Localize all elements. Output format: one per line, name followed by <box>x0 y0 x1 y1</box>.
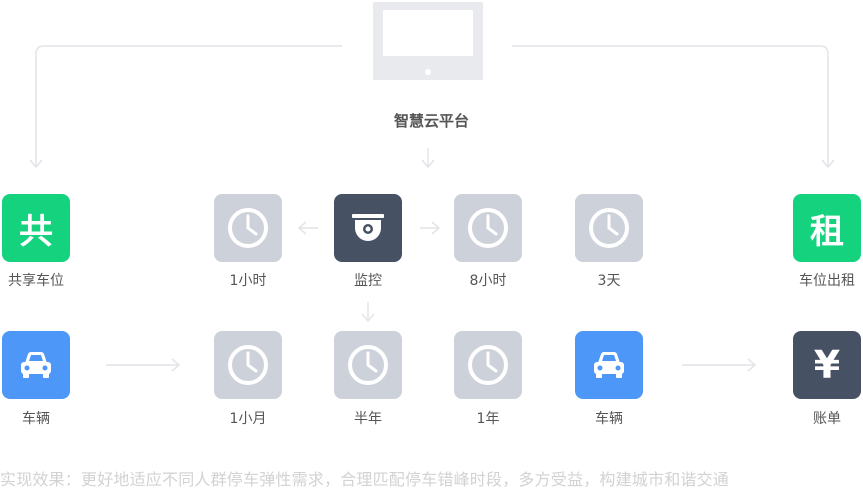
shared-parking-label: 共享车位 <box>8 273 64 289</box>
hour8-label: 8小时 <box>469 273 507 289</box>
clock-icon <box>348 345 388 385</box>
car-icon <box>21 352 51 378</box>
month1-tile <box>214 331 282 399</box>
hour1-tile <box>214 194 282 262</box>
car-left-tile <box>2 331 70 399</box>
car-left-label: 车辆 <box>22 411 50 427</box>
monitor-node-tile <box>334 194 402 262</box>
clock-icon <box>228 345 268 385</box>
year1-label: 1年 <box>476 411 500 427</box>
clock-icon <box>468 345 508 385</box>
car-right-label: 车辆 <box>595 411 623 427</box>
rent-char: 租 <box>810 211 844 252</box>
clock-icon <box>589 208 629 248</box>
bill-tile: ¥ <box>793 331 861 399</box>
bill-label: 账单 <box>813 411 841 427</box>
connector-platform-to-rent <box>512 45 829 166</box>
hour1-label: 1小时 <box>229 273 267 289</box>
day3-label: 3天 <box>597 273 621 289</box>
halfyear-tile <box>334 331 402 399</box>
shared-parking-tile: 共 <box>2 194 70 262</box>
hour8-tile <box>454 194 522 262</box>
shared-char: 共 <box>19 211 53 252</box>
halfyear-label: 半年 <box>354 411 382 427</box>
platform-label: 智慧云平台 <box>393 112 469 130</box>
rent-parking-tile: 租 <box>793 194 861 262</box>
rent-parking-label: 车位出租 <box>799 273 855 289</box>
connector-platform-to-shared <box>35 45 342 166</box>
day3-tile <box>575 194 643 262</box>
car-right-tile <box>575 331 643 399</box>
yen-icon: ¥ <box>813 343 841 387</box>
clock-icon <box>228 208 268 248</box>
monitor-node-label: 监控 <box>354 273 382 289</box>
car-icon <box>594 352 624 378</box>
camera-icon <box>352 214 384 241</box>
month1-label: 1小月 <box>229 411 267 427</box>
result-caption: 实现效果：更好地适应不同人群停车弹性需求，合理匹配停车错峰时段，多方受益，构建城… <box>0 470 730 489</box>
clock-icon <box>468 208 508 248</box>
monitor-icon <box>373 2 483 80</box>
year1-tile <box>454 331 522 399</box>
